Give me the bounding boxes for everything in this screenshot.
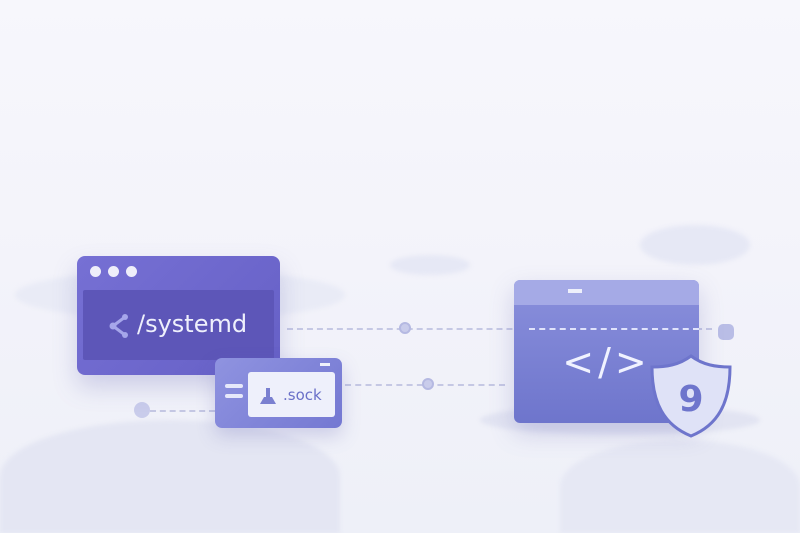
window-header bbox=[514, 280, 699, 305]
socket-window: .sock bbox=[215, 358, 342, 428]
window-dot bbox=[126, 266, 137, 277]
connector-line bbox=[150, 410, 215, 412]
connector-node bbox=[134, 402, 150, 418]
socket-file-label: .sock bbox=[283, 386, 322, 404]
connector-node bbox=[399, 322, 411, 334]
window-dot bbox=[90, 266, 101, 277]
hill bbox=[560, 440, 800, 533]
user-icon bbox=[260, 388, 276, 404]
menu-icon bbox=[225, 384, 243, 388]
code-icon: </> bbox=[562, 340, 651, 384]
connector-line bbox=[287, 328, 712, 330]
window-dot bbox=[108, 266, 119, 277]
hill bbox=[0, 420, 340, 533]
menu-icon bbox=[225, 394, 243, 398]
share-icon bbox=[109, 314, 128, 338]
window-control bbox=[568, 289, 582, 293]
socket-file: .sock bbox=[248, 372, 335, 417]
grid-line bbox=[529, 328, 699, 330]
path-panel: /systemd bbox=[83, 290, 274, 360]
systemd-path-label: /systemd bbox=[137, 310, 248, 338]
shield-icon: 9 bbox=[650, 354, 732, 438]
cloud bbox=[640, 225, 750, 265]
cloud bbox=[390, 255, 470, 275]
systemd-window: /systemd bbox=[77, 256, 280, 375]
connector-node bbox=[422, 378, 434, 390]
search-icon bbox=[718, 324, 734, 340]
shield-glyph: 9 bbox=[678, 379, 703, 420]
window-control bbox=[320, 363, 330, 366]
